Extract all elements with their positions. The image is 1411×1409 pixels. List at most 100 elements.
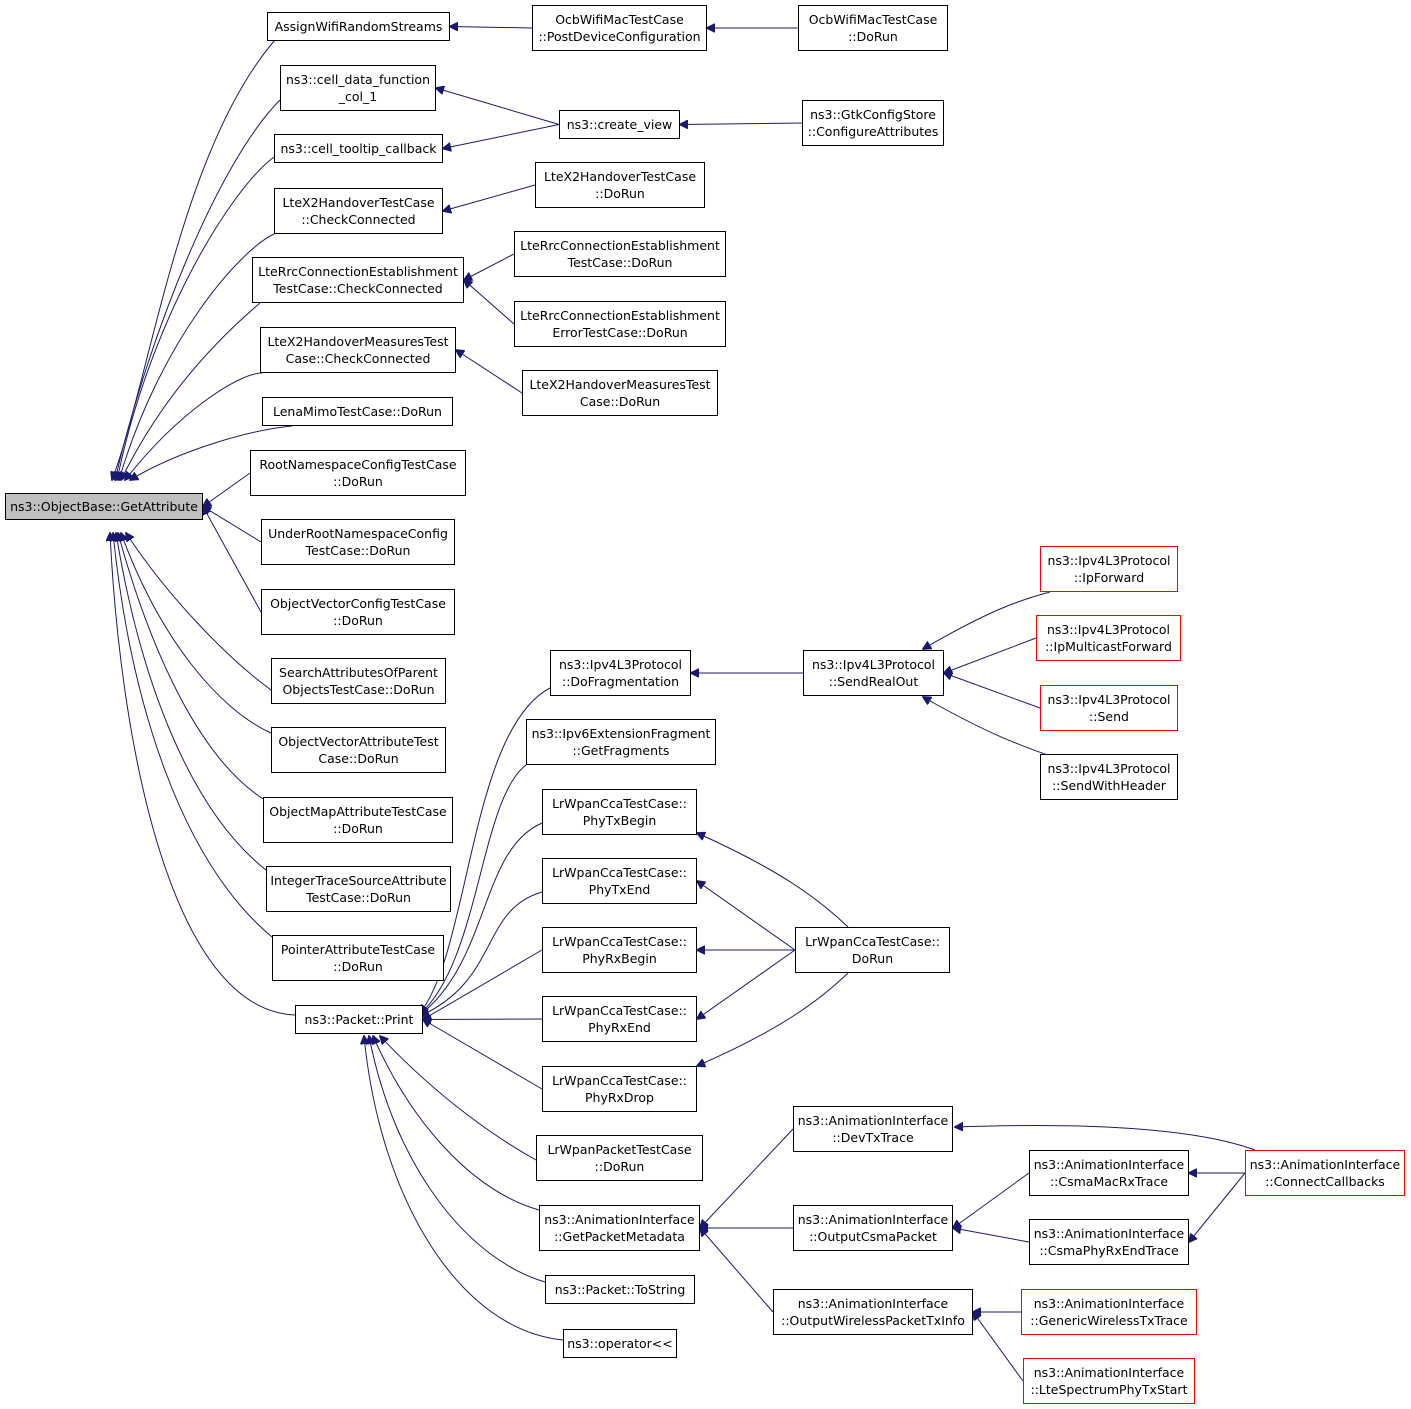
- graph-node-phyrxbegin[interactable]: LrWpanCcaTestCase::PhyRxBegin: [542, 927, 697, 973]
- graph-node-label-line: ns3::AnimationInterface: [797, 1212, 949, 1227]
- edge-pktprint-to-phytxbegin: [420, 822, 543, 1015]
- graph-node-ipforward[interactable]: ns3::Ipv4L3Protocol::IpForward: [1040, 546, 1178, 592]
- graph-node-dofrag[interactable]: ns3::Ipv4L3Protocol::DoFragmentation: [550, 650, 691, 696]
- edge-getattr-to-lenamimo: [130, 425, 293, 480]
- edge-outwireless-to-ltespec: [973, 1312, 1024, 1382]
- graph-node-lenamimo[interactable]: LenaMimoTestCase::DoRun: [262, 397, 453, 426]
- graph-node-phyrxdrop[interactable]: LrWpanCcaTestCase::PhyRxDrop: [542, 1066, 697, 1112]
- graph-node-outcsma[interactable]: ns3::AnimationInterface::OutputCsmaPacke…: [793, 1205, 953, 1251]
- graph-node-objvecconf[interactable]: ObjectVectorConfigTestCase::DoRun: [261, 589, 455, 635]
- graph-node-phyrxend[interactable]: LrWpanCcaTestCase::PhyRxEnd: [542, 996, 697, 1042]
- graph-node-ipv6frag[interactable]: ns3::Ipv6ExtensionFragment::GetFragments: [526, 719, 716, 765]
- graph-node-label-line: OcbWifiMacTestCase: [555, 12, 684, 27]
- edge-celldata-to-createview: [436, 88, 560, 125]
- graph-node-label-line: ::OutputCsmaPacket: [809, 1229, 937, 1244]
- graph-node-label-line: ::SendRealOut: [828, 674, 919, 689]
- graph-node-label-line: ns3::Packet::Print: [304, 1012, 414, 1027]
- graph-node-connectcb[interactable]: ns3::AnimationInterface::ConnectCallback…: [1245, 1150, 1405, 1196]
- graph-node-pointerattr[interactable]: PointerAttributeTestCase::DoRun: [272, 935, 444, 981]
- graph-node-label-line: ::IpForward: [1073, 570, 1145, 585]
- graph-node-sendrealout[interactable]: ns3::Ipv4L3Protocol::SendRealOut: [803, 650, 944, 696]
- graph-node-label-line: ns3::cell_tooltip_callback: [280, 141, 437, 156]
- edge-getattr-to-pointerattr: [113, 533, 273, 938]
- graph-node-label-line: PointerAttributeTestCase: [280, 942, 436, 957]
- graph-node-pkttostring[interactable]: ns3::Packet::ToString: [545, 1275, 695, 1304]
- graph-node-label-line: ::GetPacketMetadata: [554, 1229, 685, 1244]
- graph-node-label-line: ::DoRun: [333, 613, 383, 628]
- graph-node-label-line: LteX2HandoverMeasuresTest: [529, 377, 711, 392]
- edge-pktprint-to-getpktmeta: [373, 1036, 540, 1211]
- graph-node-label-line: ::PostDeviceConfiguration: [538, 29, 701, 44]
- graph-node-label-line: ns3::Ipv4L3Protocol: [1047, 692, 1171, 707]
- graph-node-label-line: ns3::create_view: [566, 117, 673, 132]
- edge-phyrxdrop-to-ccadorun: [697, 972, 849, 1066]
- graph-node-sendwithhdr[interactable]: ns3::Ipv4L3Protocol::SendWithHeader: [1040, 754, 1178, 800]
- graph-node-pktprint[interactable]: ns3::Packet::Print: [295, 1005, 423, 1034]
- graph-node-label-line: ns3::AnimationInterface: [797, 1296, 949, 1311]
- edge-outcsma-to-csmaphyrx: [953, 1228, 1030, 1243]
- graph-node-objmap[interactable]: ObjectMapAttributeTestCase::DoRun: [263, 797, 453, 843]
- edge-devtxtrace-to-connectcb: [955, 1126, 1256, 1151]
- graph-node-label-line: LrWpanCcaTestCase::: [805, 934, 940, 949]
- graph-node-label-line: ::OutputWirelessPacketTxInfo: [781, 1313, 965, 1328]
- graph-node-label-line: ::ConfigureAttributes: [807, 124, 939, 139]
- edge-pktprint-to-ipv6frag: [420, 764, 527, 1014]
- graph-node-ocbdorun[interactable]: OcbWifiMacTestCase::DoRun: [798, 5, 948, 51]
- graph-node-label-line: TestCase::DoRun: [306, 890, 411, 905]
- graph-node-ipmcast[interactable]: ns3::Ipv4L3Protocol::IpMulticastForward: [1036, 615, 1181, 661]
- edge-sendrealout-to-ipv4send: [944, 673, 1041, 709]
- graph-node-devtxtrace[interactable]: ns3::AnimationInterface::DevTxTrace: [793, 1106, 953, 1152]
- graph-node-ltex2cc[interactable]: LteX2HandoverTestCase::CheckConnected: [274, 188, 443, 234]
- graph-node-label-line: PhyTxEnd: [588, 882, 651, 897]
- graph-node-rootns[interactable]: RootNamespaceConfigTestCase::DoRun: [250, 450, 466, 496]
- graph-node-getattr[interactable]: ns3::ObjectBase::GetAttribute: [5, 493, 203, 520]
- graph-node-label-line: OcbWifiMacTestCase: [808, 12, 938, 27]
- graph-node-operatorll[interactable]: ns3::operator<<: [563, 1329, 677, 1358]
- graph-node-createview[interactable]: ns3::create_view: [559, 110, 680, 139]
- graph-node-phytxbegin[interactable]: LrWpanCcaTestCase::PhyTxBegin: [542, 789, 697, 835]
- edge-ltex2cc-to-ltex2dorun: [443, 184, 536, 211]
- edge-pktprint-to-phyrxdrop: [423, 1020, 543, 1090]
- graph-node-ltex2dorun[interactable]: LteX2HandoverTestCase::DoRun: [535, 162, 705, 208]
- graph-node-lrwpanpkt[interactable]: LrWpanPacketTestCase::DoRun: [536, 1135, 703, 1181]
- edge-csmaphyrx-to-connectcb: [1189, 1172, 1246, 1242]
- graph-node-ipv4send[interactable]: ns3::Ipv4L3Protocol::Send: [1040, 685, 1178, 731]
- graph-node-csmamacrx[interactable]: ns3::AnimationInterface::CsmaMacRxTrace: [1029, 1150, 1189, 1196]
- graph-node-label-line: ::CsmaMacRxTrace: [1049, 1174, 1169, 1189]
- graph-node-ccadorun[interactable]: LrWpanCcaTestCase::DoRun: [795, 927, 950, 973]
- graph-node-getpktmeta[interactable]: ns3::AnimationInterface::GetPacketMetada…: [539, 1205, 700, 1251]
- graph-node-gtkconf[interactable]: ns3::GtkConfigStore::ConfigureAttributes: [802, 100, 944, 146]
- graph-node-assignwifi[interactable]: AssignWifiRandomStreams: [267, 12, 450, 41]
- graph-node-label-line: ns3::AnimationInterface: [1249, 1157, 1401, 1172]
- graph-node-label-line: ::DoFragmentation: [561, 674, 679, 689]
- graph-node-label-line: ::LteSpectrumPhyTxStart: [1030, 1382, 1188, 1397]
- graph-node-label-line: ns3::AnimationInterface: [1033, 1365, 1185, 1380]
- edge-getattr-to-celltooltip: [117, 156, 275, 480]
- graph-node-celltooltip[interactable]: ns3::cell_tooltip_callback: [274, 134, 443, 163]
- graph-node-celldata[interactable]: ns3::cell_data_function_col_1: [280, 65, 436, 111]
- graph-node-label-line: LrWpanCcaTestCase::: [552, 934, 687, 949]
- graph-node-label-line: ObjectsTestCase::DoRun: [282, 682, 435, 697]
- graph-node-phytxend[interactable]: LrWpanCcaTestCase::PhyTxEnd: [542, 858, 697, 904]
- graph-node-label-line: ns3::Ipv6ExtensionFragment: [531, 726, 711, 741]
- edge-getpktmeta-to-outwireless: [700, 1228, 774, 1313]
- graph-node-genericwl[interactable]: ns3::AnimationInterface::GenericWireless…: [1021, 1289, 1197, 1335]
- graph-node-label-line: ::DevTxTrace: [832, 1130, 914, 1145]
- graph-node-ltespec[interactable]: ns3::AnimationInterface::LteSpectrumPhyT…: [1023, 1358, 1195, 1404]
- graph-node-ocbpdc[interactable]: OcbWifiMacTestCase::PostDeviceConfigurat…: [532, 5, 707, 51]
- graph-node-label-line: ::Send: [1089, 709, 1129, 724]
- graph-node-label-line: ::DoRun: [333, 821, 383, 836]
- edge-pktprint-to-phytxend: [420, 891, 543, 1016]
- graph-node-csmaphyrx[interactable]: ns3::AnimationInterface::CsmaPhyRxEndTra…: [1029, 1219, 1189, 1265]
- graph-node-outwireless[interactable]: ns3::AnimationInterface::OutputWirelessP…: [773, 1289, 973, 1335]
- graph-node-label-line: ns3::AnimationInterface: [1033, 1226, 1185, 1241]
